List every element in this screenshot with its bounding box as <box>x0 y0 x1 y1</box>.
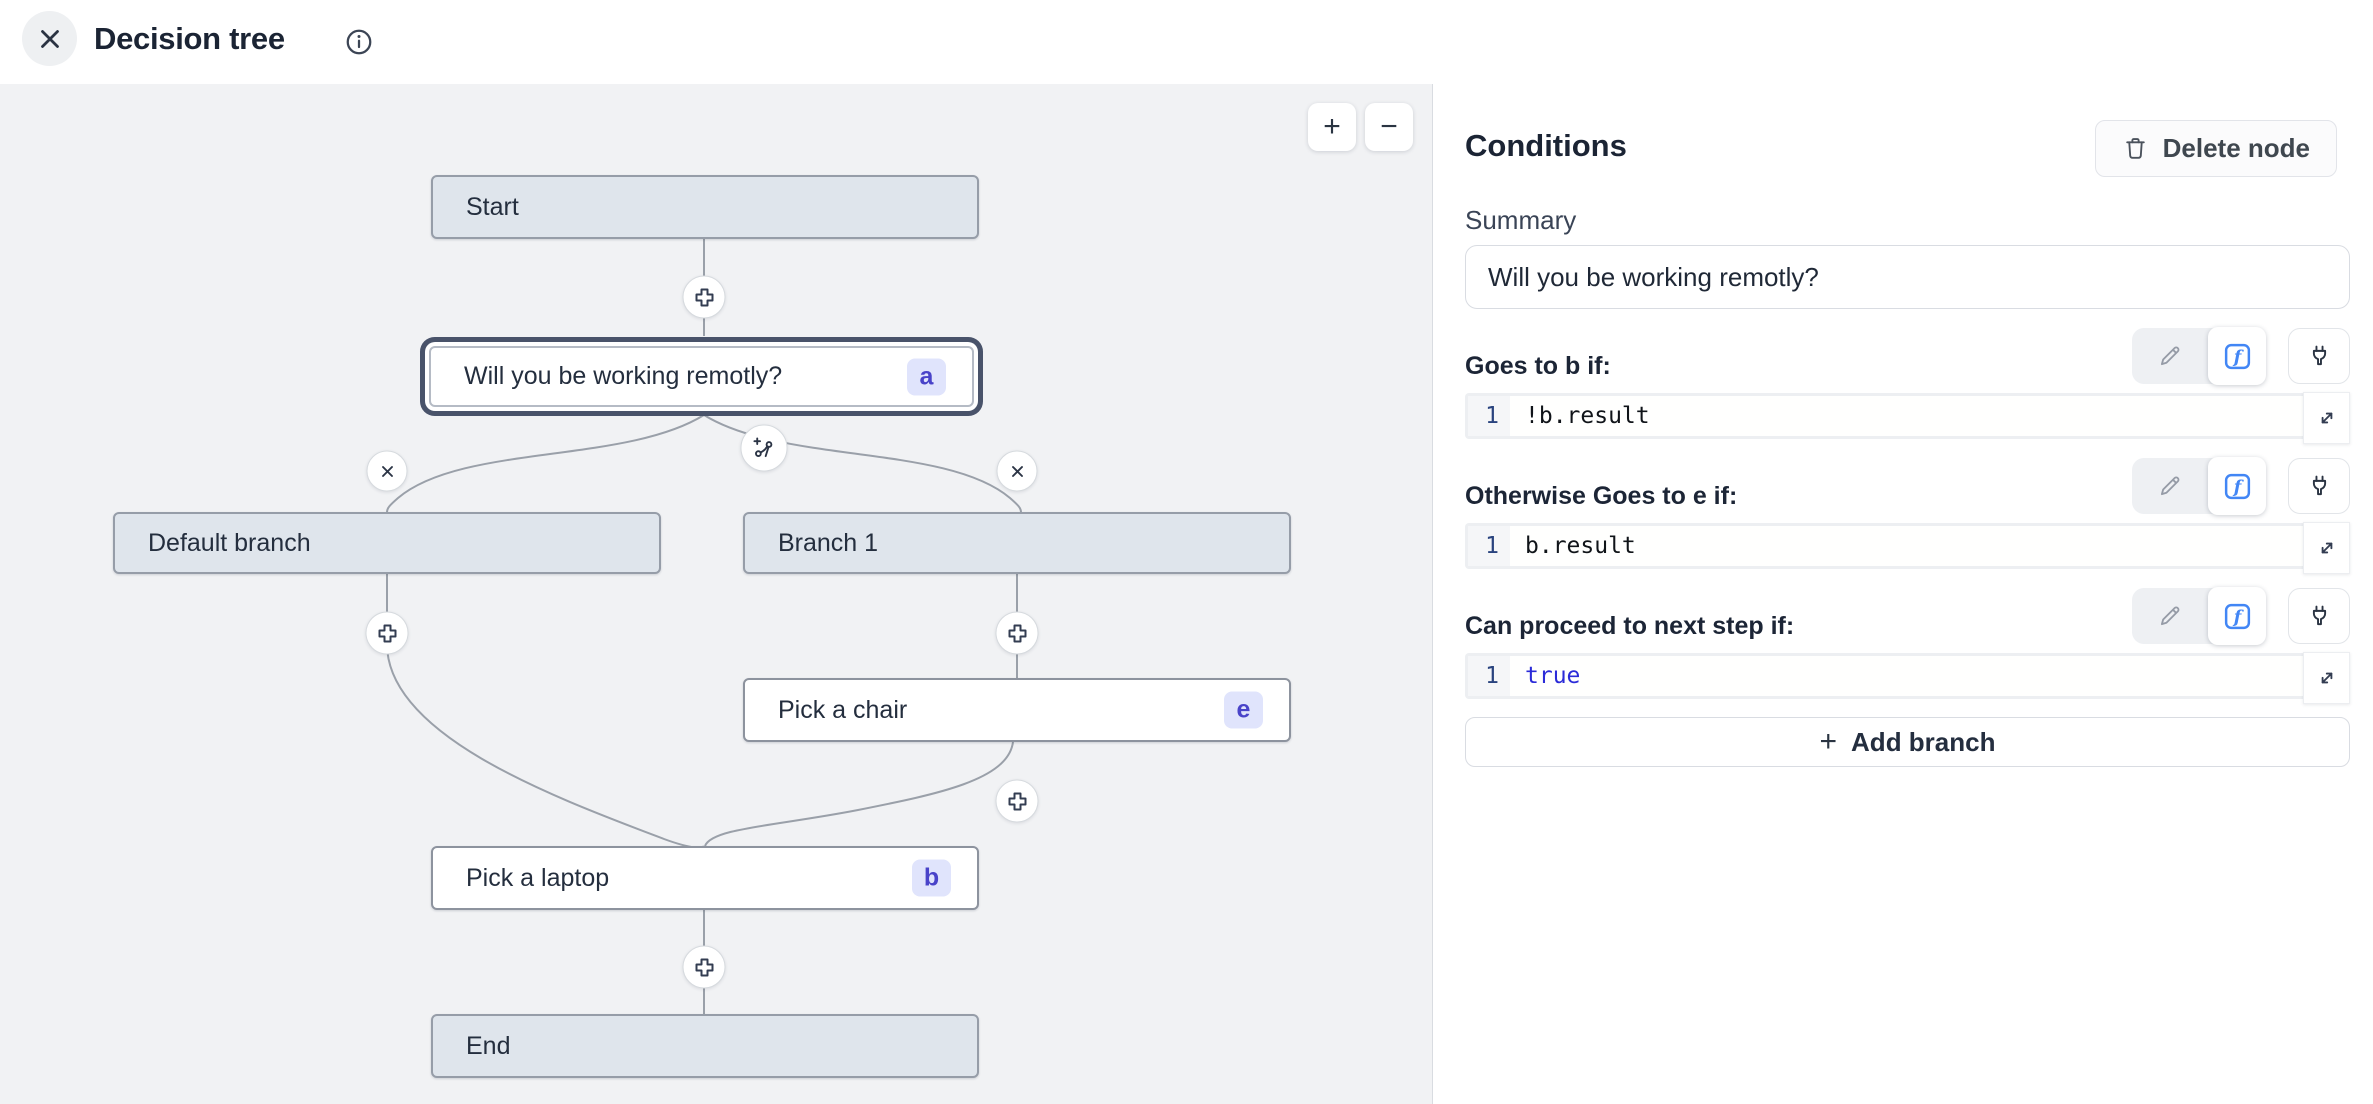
node-badge: b <box>912 859 951 897</box>
delete-node-label: Delete node <box>2162 133 2310 163</box>
close-button[interactable] <box>22 11 77 66</box>
svg-text:f: f <box>2231 608 2244 628</box>
add-branch-label: Add branch <box>1851 726 1996 757</box>
node-question-selected[interactable]: Will you be working remotly? a <box>429 346 974 407</box>
zoom-in-button[interactable]: + <box>1308 103 1356 151</box>
connect-source-button[interactable] <box>2288 458 2350 514</box>
connect-source-button[interactable] <box>2288 588 2350 644</box>
condition-section-goes-to-b: Goes to b if: f <box>1465 327 2350 444</box>
fx-mode-button[interactable]: f <box>2208 457 2266 515</box>
fx-icon: f <box>2222 341 2253 372</box>
node-label: End <box>466 1031 511 1060</box>
expand-icon <box>2316 407 2338 429</box>
condition-section-can-proceed: Can proceed to next step if: f <box>1465 587 2350 704</box>
zoom-out-button[interactable]: − <box>1365 103 1413 151</box>
code-editor-can-proceed[interactable]: 1 true <box>1465 652 2350 704</box>
expand-editor-button[interactable] <box>2303 652 2350 704</box>
condition-label: Can proceed to next step if: <box>1465 612 1795 640</box>
conditions-panel: Conditions Delete node Summary Goes to b… <box>1433 0 2373 1104</box>
node-branch-1[interactable]: Branch 1 <box>743 512 1291 574</box>
node-badge: e <box>1224 691 1263 729</box>
condition-label: Goes to b if: <box>1465 352 1611 380</box>
add-node-icon[interactable] <box>995 611 1039 655</box>
add-node-icon[interactable] <box>365 611 409 655</box>
node-pick-a-chair[interactable]: Pick a chair e <box>743 678 1291 742</box>
code-value[interactable]: b.result <box>1510 526 2347 566</box>
condition-label: Otherwise Goes to e if: <box>1465 482 1738 510</box>
text-mode-button[interactable] <box>2132 343 2208 369</box>
line-number: 1 <box>1468 396 1510 436</box>
summary-label: Summary <box>1465 205 1577 235</box>
node-label: Pick a chair <box>778 695 908 724</box>
node-label: Default branch <box>148 528 311 557</box>
flow-canvas[interactable]: Start Will you be working remotly? a Def… <box>0 84 1432 1104</box>
add-branch-button[interactable]: + Add branch <box>1465 717 2350 767</box>
node-start[interactable]: Start <box>431 175 979 239</box>
node-label: Pick a laptop <box>466 863 610 892</box>
panel-divider <box>1432 84 1433 1104</box>
svg-text:f: f <box>2231 478 2244 498</box>
plug-icon <box>2306 473 2333 500</box>
svg-text:f: f <box>2231 348 2244 368</box>
condition-section-goes-to-e: Otherwise Goes to e if: f <box>1465 457 2350 574</box>
node-badge: a <box>907 358 946 395</box>
code-editor-goes-to-b[interactable]: 1 !b.result <box>1465 392 2350 444</box>
expand-editor-button[interactable] <box>2303 522 2350 574</box>
pencil-icon <box>2157 603 2183 629</box>
plug-icon <box>2306 603 2333 630</box>
plug-icon <box>2306 343 2333 370</box>
node-label: Will you be working remotly? <box>464 362 783 390</box>
fx-mode-button[interactable]: f <box>2208 587 2266 645</box>
text-mode-button[interactable] <box>2132 603 2208 629</box>
text-mode-button[interactable] <box>2132 473 2208 499</box>
code-value[interactable]: !b.result <box>1510 396 2347 436</box>
expand-editor-button[interactable] <box>2303 392 2350 444</box>
node-pick-a-laptop[interactable]: Pick a laptop b <box>431 846 979 910</box>
fx-icon: f <box>2222 471 2253 502</box>
line-number: 1 <box>1468 526 1510 566</box>
expand-icon <box>2316 667 2338 689</box>
add-node-icon[interactable] <box>682 945 726 989</box>
close-icon <box>35 24 65 54</box>
delete-branch-icon[interactable] <box>366 450 408 492</box>
panel-title: Conditions <box>1465 128 1627 163</box>
pencil-icon <box>2157 343 2183 369</box>
code-value[interactable]: true <box>1510 656 2347 696</box>
plus-icon: + <box>1819 725 1838 758</box>
pencil-icon <box>2157 473 2183 499</box>
add-node-icon[interactable] <box>682 275 726 319</box>
editor-mode-toggle: f <box>2132 327 2266 385</box>
node-end[interactable]: End <box>431 1014 979 1078</box>
page-title: Decision tree <box>94 21 285 56</box>
add-node-icon[interactable] <box>995 779 1039 823</box>
expand-icon <box>2316 537 2338 559</box>
minus-icon: − <box>1380 110 1398 143</box>
add-branch-icon[interactable] <box>740 424 788 472</box>
info-icon[interactable] <box>344 27 374 57</box>
fx-icon: f <box>2222 601 2253 632</box>
plus-icon: + <box>1323 110 1341 143</box>
fx-mode-button[interactable]: f <box>2208 327 2266 385</box>
connect-source-button[interactable] <box>2288 328 2350 384</box>
code-editor-goes-to-e[interactable]: 1 b.result <box>1465 522 2350 574</box>
line-number: 1 <box>1468 656 1510 696</box>
node-default-branch[interactable]: Default branch <box>113 512 661 574</box>
node-label: Start <box>466 192 519 221</box>
trash-icon <box>2122 135 2149 162</box>
editor-mode-toggle: f <box>2132 587 2266 645</box>
delete-node-button[interactable]: Delete node <box>2094 120 2337 177</box>
delete-branch-icon[interactable] <box>996 450 1038 492</box>
node-label: Branch 1 <box>778 528 879 557</box>
summary-input[interactable] <box>1465 245 2350 309</box>
editor-mode-toggle: f <box>2132 457 2266 515</box>
